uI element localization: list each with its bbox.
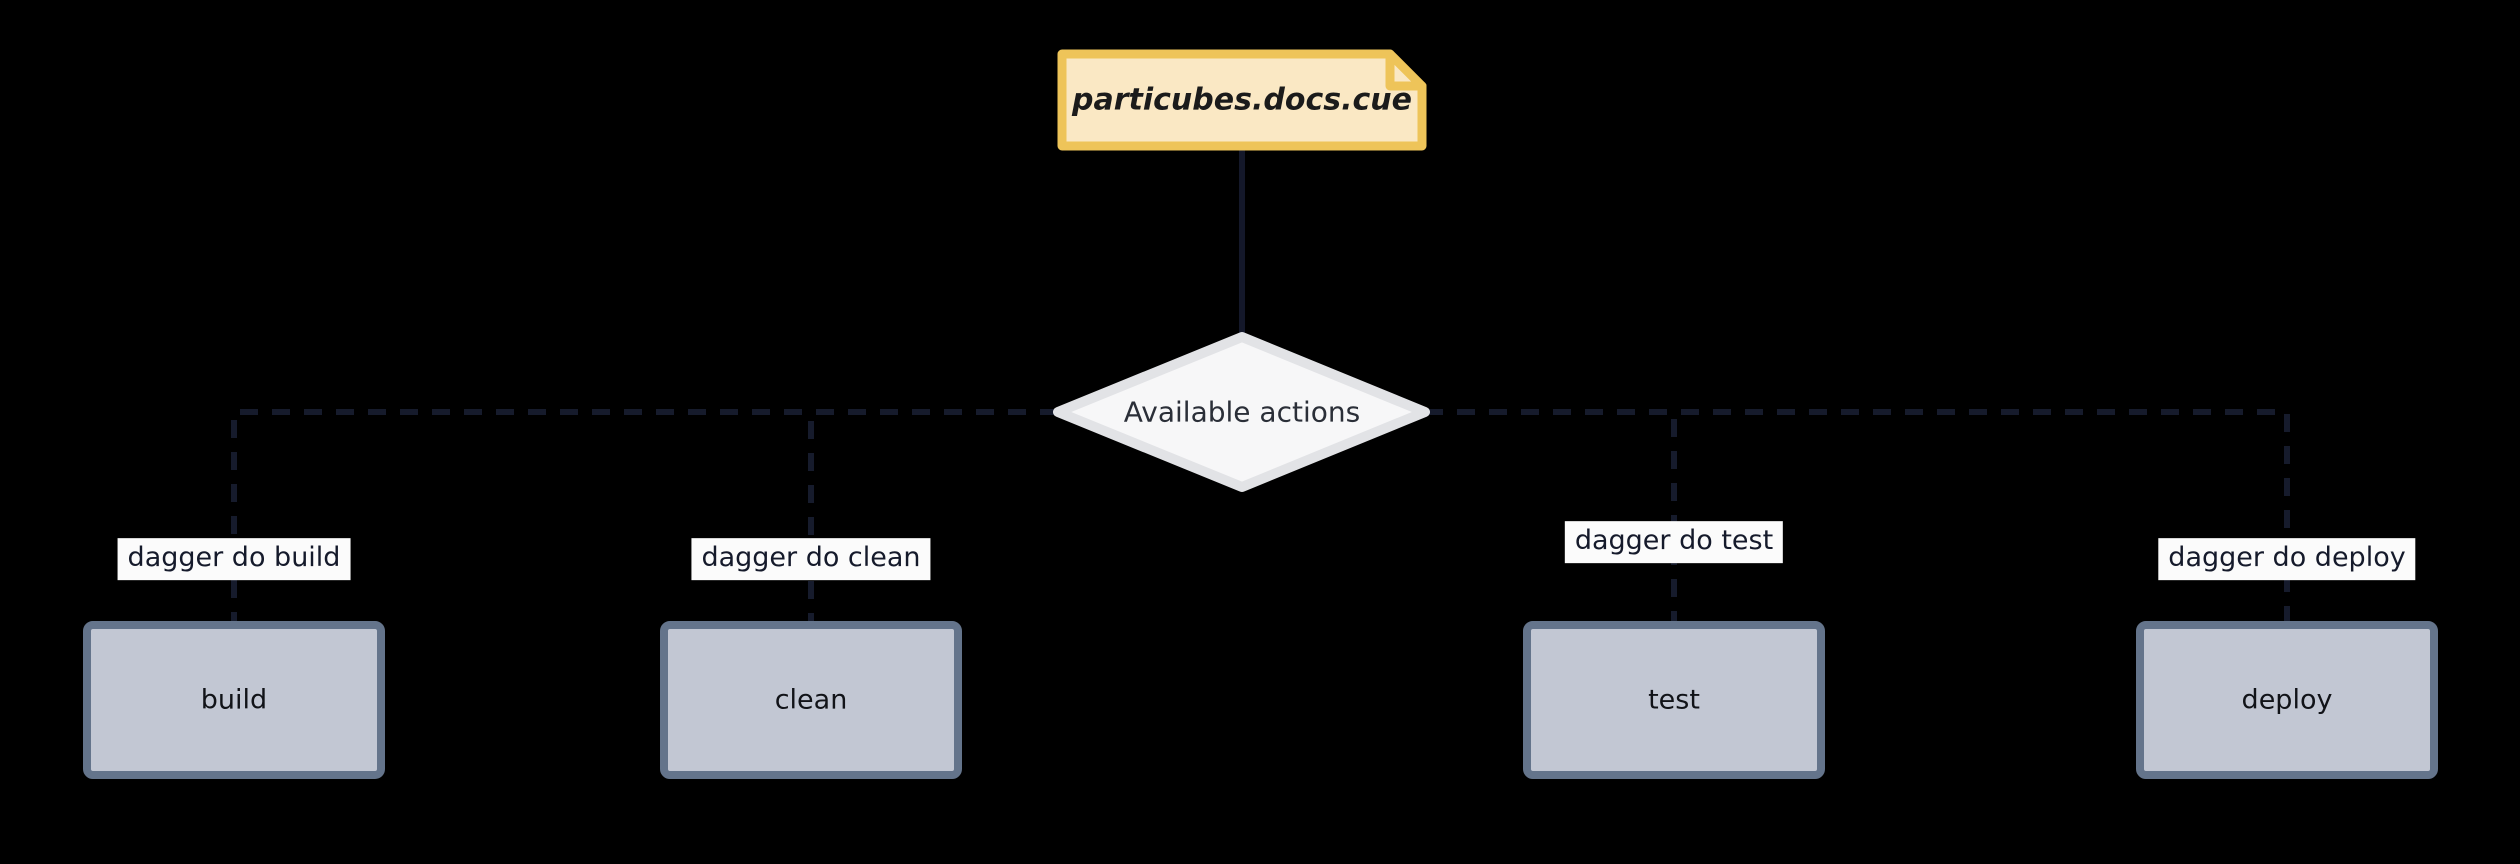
edge-label-deploy: dagger do deploy (2158, 538, 2416, 580)
edge-decision-to-clean (808, 409, 1058, 625)
node-shape-test[interactable] (1523, 621, 1825, 779)
note-shape-particubes-docs-cue[interactable] (1057, 49, 1427, 151)
node-shape-clean[interactable] (660, 621, 962, 779)
edge-decision-to-deploy (1425, 409, 2290, 625)
node-shape-deploy[interactable] (2136, 621, 2438, 779)
note-fold-icon (1385, 49, 1427, 91)
edge-label-clean: dagger do clean (691, 538, 931, 580)
decision-shape-available-actions[interactable] (1053, 332, 1430, 492)
node-shape-build[interactable] (83, 621, 385, 779)
note-label: particubes.docs.cue (1072, 82, 1412, 118)
decision-label: Available actions (1123, 395, 1361, 429)
edge-label-build: dagger do build (117, 538, 351, 580)
edge-decision-to-build (231, 409, 1058, 625)
edge-decision-to-test (1425, 409, 1677, 625)
edge-label-test: dagger do test (1564, 521, 1784, 563)
